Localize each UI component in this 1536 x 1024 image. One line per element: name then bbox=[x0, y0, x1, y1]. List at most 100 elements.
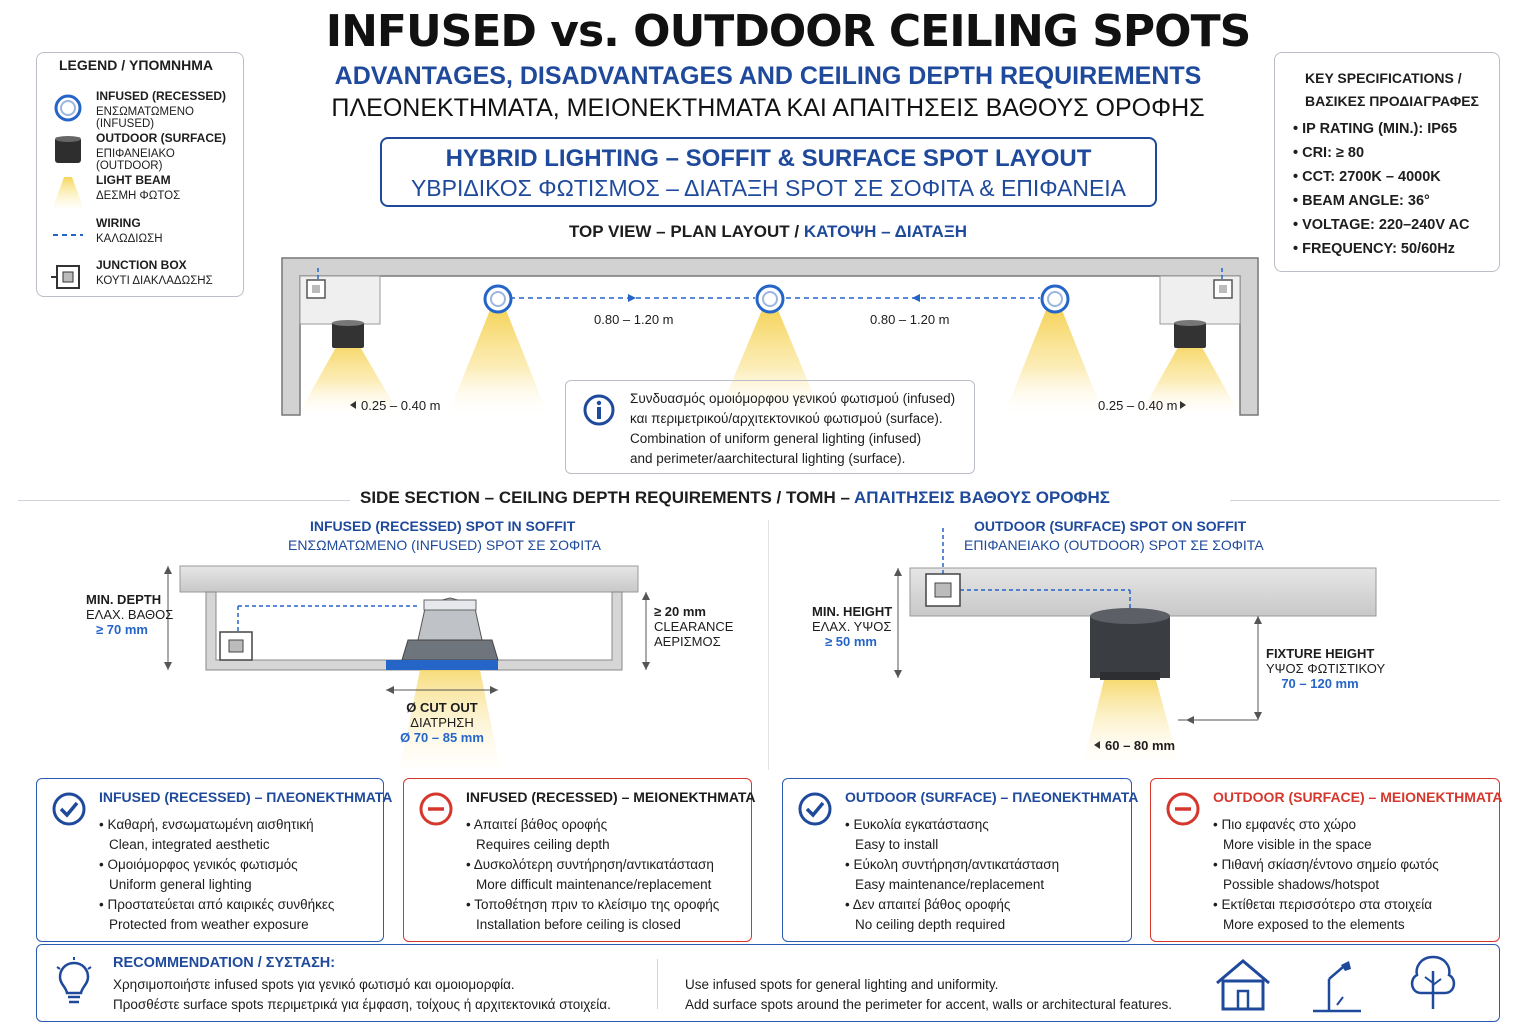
check-circle-icon bbox=[798, 792, 832, 826]
house-icon bbox=[1216, 959, 1270, 1011]
check-circle-icon bbox=[52, 792, 86, 826]
legend-title: LEGEND / ΥΠΟΜΝΗΜΑ bbox=[59, 57, 213, 73]
legend-item-beam: LIGHT BEAM ΔΕΣΜΗ ΦΩΤΟΣ bbox=[37, 173, 243, 209]
arrow-icon bbox=[642, 662, 650, 670]
card-title: OUTDOOR (SURFACE) – ΜΕΙΟΝΕΚΤΗΜΑΤΑ bbox=[1213, 789, 1503, 805]
beam-right-surface bbox=[1140, 340, 1240, 415]
card-infused-cons: INFUSED (RECESSED) – ΜΕΙΟΝΕΚΤΗΜΑΤΑ Απαιτ… bbox=[403, 778, 756, 942]
arrow-icon bbox=[628, 294, 636, 302]
arrow-icon bbox=[1180, 401, 1186, 409]
legend-item-wiring: WIRING ΚΑΛΩΔΙΩΣΗ bbox=[37, 216, 243, 252]
beam-left-surface bbox=[298, 340, 400, 415]
right-section-title: OUTDOOR (SURFACE) SPOT ON SOFFIT bbox=[974, 518, 1247, 534]
plan-edge-left: 0.25 – 0.40 m bbox=[361, 398, 441, 413]
legend-item-junction: JUNCTION BOX ΚΟΥΤΙ ΔΙΑΚΛΑΔΩΣΗΣ bbox=[37, 258, 243, 294]
section-heading: SIDE SECTION – CEILING DEPTH REQUIREMENT… bbox=[360, 488, 1110, 507]
beam-surface bbox=[1084, 680, 1178, 760]
recommendation-title: RECOMMENDATION / ΣΥΣΤΑΣΗ: bbox=[113, 955, 336, 971]
surface-spot-fixture bbox=[1090, 608, 1170, 680]
cutout-label: Ø CUT OUT ΔΙΑΤΡΗΣΗ Ø 70 – 85 mm bbox=[400, 700, 484, 745]
infused-spot-icon bbox=[1040, 284, 1070, 314]
wiring-icon bbox=[53, 234, 83, 236]
arrow-icon bbox=[164, 662, 172, 670]
card-outdoor-cons: OUTDOOR (SURFACE) – ΜΕΙΟΝΕΚΤΗΜΑΤΑ Πιο εμ… bbox=[1150, 778, 1503, 942]
ceiling-slab bbox=[909, 567, 1377, 617]
hybrid-title-en: HYBRID LIGHTING – SOFFIT & SURFACE SPOT … bbox=[445, 145, 1092, 172]
arrow-icon bbox=[1254, 712, 1262, 720]
plan-spacing-1: 0.80 – 1.20 m bbox=[594, 312, 674, 327]
junction-box-icon bbox=[925, 573, 961, 607]
subtitle-gr: ΠΛΕΟΝΕΚΤΗΜΑΤΑ, ΜΕΙΟΝΕΚΤΗΜΑΤΑ ΚΑΙ ΑΠΑΙΤΗΣ… bbox=[331, 94, 1205, 122]
fixture-height-label: FIXTURE HEIGHT ΥΨΟΣ ΦΩΤΙΣΤΙΚΟΥ 70 – 120 … bbox=[1266, 646, 1386, 691]
infused-spot-icon bbox=[483, 284, 513, 314]
plan-edge-right: 0.25 – 0.40 m bbox=[1098, 398, 1178, 413]
minus-circle-icon bbox=[419, 792, 453, 826]
beam-infused-2 bbox=[718, 310, 822, 415]
arrow-icon bbox=[1254, 616, 1262, 624]
recommendation-panel: RECOMMENDATION / ΣΥΣΤΑΣΗ: Χρησιμοποιήστε… bbox=[36, 944, 1500, 1022]
ceiling-slab bbox=[179, 565, 639, 593]
arrow-icon bbox=[490, 686, 498, 694]
spec-cct: CCT: 2700K – 4000K bbox=[1293, 165, 1469, 189]
arrow-icon bbox=[894, 568, 902, 576]
tree-icon bbox=[1410, 955, 1456, 1009]
specs-panel: KEY SPECIFICATIONS /ΒΑΣΙΚΕΣ ΠΡΟΔΙΑΓΡΑΦΕΣ… bbox=[1274, 52, 1500, 272]
legend-panel: LEGEND / ΥΠΟΜΝΗΜΑ INFUSED (RECESSED) ΕΝΣ… bbox=[36, 52, 244, 297]
plan-spacing-2: 0.80 – 1.20 m bbox=[870, 312, 950, 327]
specs-title: KEY SPECIFICATIONS /ΒΑΣΙΚΕΣ ΠΡΟΔΙΑΓΡΑΦΕΣ bbox=[1305, 70, 1479, 109]
info-icon bbox=[583, 394, 615, 426]
card-outdoor-pros: OUTDOOR (SURFACE) – ΠΛΕΟΝΕΚΤΗΜΑΤΑ Ευκολί… bbox=[782, 778, 1138, 942]
spec-cri: CRI: ≥ 80 bbox=[1293, 141, 1469, 165]
spec-voltage: VOLTAGE: 220–240V AC bbox=[1293, 213, 1469, 237]
junction-box-icon bbox=[306, 279, 326, 299]
outdoor-spot-icon bbox=[1174, 320, 1206, 348]
arrow-icon bbox=[386, 686, 394, 694]
recessed-spot-fixture bbox=[386, 597, 499, 670]
specs-list: IP RATING (MIN.): IP65 CRI: ≥ 80 CCT: 27… bbox=[1293, 117, 1469, 261]
spec-ip: IP RATING (MIN.): IP65 bbox=[1293, 117, 1469, 141]
arrow-icon bbox=[164, 566, 172, 574]
infused-spot-icon bbox=[755, 284, 785, 314]
spec-beam: BEAM ANGLE: 36° bbox=[1293, 189, 1469, 213]
subtitle-en: ADVANTAGES, DISADVANTAGES AND CEILING DE… bbox=[334, 62, 1202, 90]
arrow-icon bbox=[642, 592, 650, 600]
min-height-label: MIN. HEIGHT ΕΛΑΧ. ΥΨΟΣ ≥ 50 mm bbox=[812, 604, 893, 649]
plan-heading: TOP VIEW – PLAN LAYOUT / ΚΑΤΟΨΗ – ΔΙΑΤΑΞ… bbox=[568, 222, 968, 241]
legend-item-infused: INFUSED (RECESSED) ΕΝΣΩΜΑΤΩΜΕΝΟ (INFUSED… bbox=[37, 89, 243, 130]
light-beam-icon bbox=[53, 177, 83, 207]
beam-infused-3 bbox=[1004, 310, 1104, 415]
arrow-icon bbox=[894, 670, 902, 678]
arrow-icon bbox=[1094, 741, 1100, 749]
min-depth-label: MIN. DEPTH ΕΛΑΧ. ΒΑΘΟΣ ≥ 70 mm bbox=[86, 592, 174, 637]
beam-infused-1 bbox=[448, 310, 548, 415]
arrow-icon bbox=[1186, 716, 1194, 724]
legend-item-outdoor: OUTDOOR (SURFACE) ΕΠΙΦΑΝΕΙΑΚΟ (OUTDOOR) bbox=[37, 131, 243, 172]
card-title: INFUSED (RECESSED) – ΠΛΕΟΝΕΚΤΗΜΑΤΑ bbox=[99, 789, 393, 805]
lightbulb-icon bbox=[56, 957, 92, 1004]
clearance-label: ≥ 20 mm CLEARANCE ΑΕΡΙΣΜΟΣ bbox=[654, 604, 734, 649]
info-text: Συνδυασμός ομοιόμορφου γενικού φωτισμού … bbox=[630, 391, 956, 466]
outdoor-spot-icon bbox=[55, 136, 81, 163]
left-section-title: INFUSED (RECESSED) SPOT IN SOFFIT bbox=[310, 518, 576, 534]
arrow-icon bbox=[912, 294, 920, 302]
junction-box-icon bbox=[51, 265, 80, 289]
card-title: OUTDOOR (SURFACE) – ΠΛΕΟΝΕΚΤΗΜΑΤΑ bbox=[845, 789, 1139, 805]
infused-spot-icon bbox=[54, 94, 82, 122]
page-title: INFUSED vs. OUTDOOR CEILING SPOTS bbox=[325, 6, 1252, 57]
left-section-subtitle: ΕΝΣΩΜΑΤΩΜΕΝΟ (INFUSED) SPOT ΣΕ ΣΟΦΙΤΑ bbox=[288, 537, 601, 553]
junction-box-icon bbox=[1213, 279, 1233, 299]
card-title: INFUSED (RECESSED) – ΜΕΙΟΝΕΚΤΗΜΑΤΑ bbox=[466, 789, 756, 805]
card-infused-pros: INFUSED (RECESSED) – ΠΛΕΟΝΕΚΤΗΜΑΤΑ Καθαρ… bbox=[36, 778, 392, 942]
section-center-divider bbox=[768, 520, 769, 770]
spec-frequency: FREQUENCY: 50/60Hz bbox=[1293, 237, 1469, 261]
soffit-profile bbox=[205, 591, 623, 671]
recommendation-text-gr: Χρησιμοποιήστε infused spots για γενικό … bbox=[113, 977, 611, 1012]
wall-spotlight-icon bbox=[1313, 961, 1361, 1013]
